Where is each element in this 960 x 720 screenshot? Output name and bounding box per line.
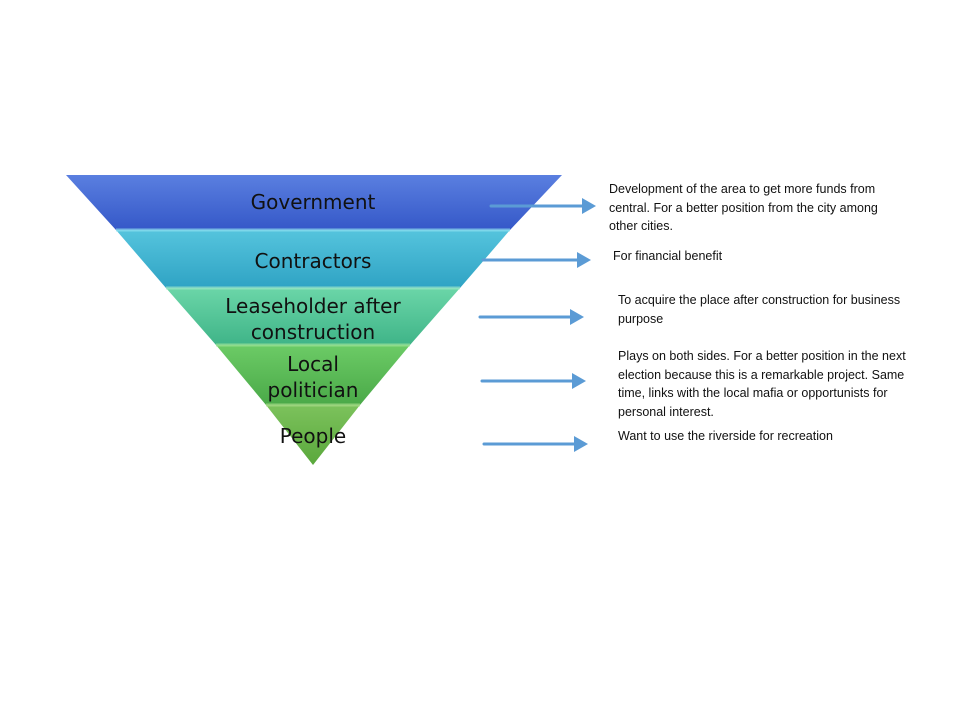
arrowhead-icon (570, 309, 584, 325)
arrowhead-icon (574, 436, 588, 452)
arrowhead-icon (582, 198, 596, 214)
arrowhead-icon (577, 252, 591, 268)
tier-government-shape (66, 175, 562, 230)
tier-local-politician-shape (216, 345, 410, 405)
tier-label-leaseholder: Leaseholder after construction (225, 294, 401, 344)
tier-label-people: People (279, 424, 347, 448)
description-contractors: For financial benefit (613, 249, 723, 263)
tier-contractors-shape (116, 230, 510, 288)
description-people: Want to use the riverside for recreation (618, 429, 833, 443)
tier-label-contractors: Contractors (254, 249, 372, 273)
description-leaseholder: To acquire the place after construction … (618, 293, 901, 326)
tier-people-shape (266, 405, 360, 465)
tier-leaseholder-shape (166, 288, 460, 345)
description-local-politician: Plays on both sides. For a better positi… (618, 349, 906, 419)
tier-label-local-politician: Local politician (267, 352, 359, 402)
tier-label-government: Government (250, 190, 376, 214)
description-government: Development of the area to get more fund… (609, 182, 878, 233)
arrowhead-icon (572, 373, 586, 389)
